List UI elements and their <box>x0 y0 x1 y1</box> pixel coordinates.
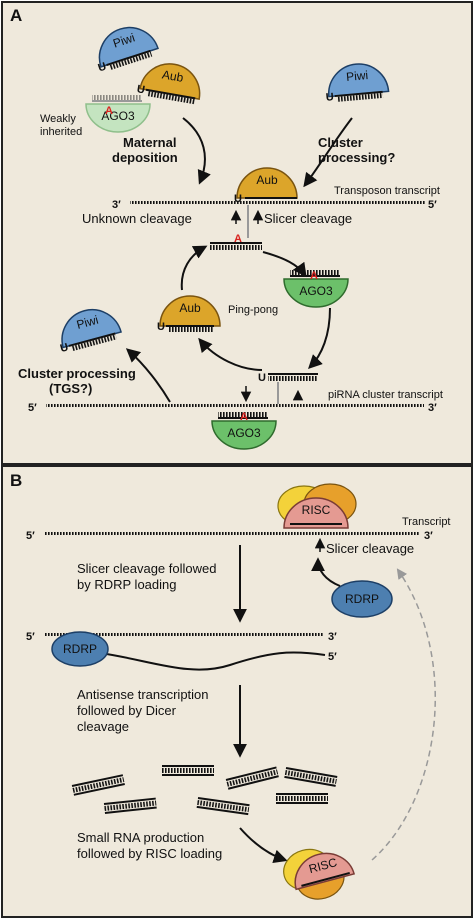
weakly-inherited-line1: Weakly <box>40 113 76 125</box>
pirna-product-bases <box>268 376 318 381</box>
transcript-line <box>44 532 420 535</box>
piwi-protein-top-right: Piwi U <box>325 63 390 104</box>
arrow-to-aub-middle <box>198 337 263 371</box>
panel-b-background <box>1 465 473 918</box>
step3-line1: Small RNA production <box>77 830 204 845</box>
transcript-label: Transcript <box>402 516 451 528</box>
a-mark-fragment: A <box>234 233 242 245</box>
piwi-protein-lower: Piwi U <box>59 308 122 355</box>
a-mark-faded: A <box>105 105 113 117</box>
aub-protein-middle: Aub U <box>157 295 221 333</box>
step1-line2: by RDRP loading <box>77 577 176 592</box>
slicer-cleavage-label: Slicer cleavage <box>264 211 352 226</box>
aub-label: Aub <box>179 301 201 315</box>
a-mark-ago3: A <box>310 270 318 282</box>
step1-line1: Slicer cleavage followed <box>77 561 216 576</box>
panel-a-label: A <box>10 6 22 25</box>
aub-protein-top: Aub U <box>136 63 201 105</box>
transcript-5prime: 5′ <box>26 530 35 542</box>
transcript2-5prime: 5′ <box>26 631 35 643</box>
u-mark: U <box>234 193 242 205</box>
arrow-ago3-to-cluster <box>308 307 331 369</box>
piwi-label: Piwi <box>346 68 369 84</box>
cluster-5prime: 5′ <box>28 402 37 414</box>
cluster-3prime: 3′ <box>428 402 437 414</box>
cluster-processing-tgs-line2: (TGS?) <box>49 381 92 396</box>
cluster-processing-q-line2: processing? <box>318 150 395 165</box>
ago3-faded-protein: AGO3 <box>85 95 151 133</box>
ago3-protein-bottom: AGO3 <box>211 412 277 450</box>
transposon-3prime: 3′ <box>112 199 121 211</box>
rdrp-protein-left: RDRP <box>51 631 109 667</box>
u-mark: U <box>59 341 70 355</box>
u-mark: U <box>325 91 334 104</box>
transposon-transcript-line <box>130 201 426 204</box>
aub-label: Aub <box>256 173 278 187</box>
transposon-transcript-label: Transposon transcript <box>334 185 440 197</box>
arrow-maternal-deposition <box>182 117 211 185</box>
rdrp-label: RDRP <box>345 592 379 606</box>
arrow-aub-to-fragment <box>180 245 208 291</box>
u-mark-product: U <box>258 372 266 384</box>
arrow-step3 <box>239 827 288 864</box>
u-mark: U <box>157 321 165 333</box>
cluster-processing-tgs-line1: Cluster processing <box>18 366 136 381</box>
ago3-faded-label: AGO3 <box>101 109 135 123</box>
transposon-5prime: 5′ <box>428 199 437 211</box>
ago3-label: AGO3 <box>227 426 261 440</box>
a-mark-ago3-bottom: A <box>240 411 248 423</box>
small-rna-duplexes <box>71 765 338 816</box>
pirna-cluster-transcript-label: piRNA cluster transcript <box>328 389 443 401</box>
risc-label: RISC <box>302 503 331 517</box>
rdrp-protein-right: RDRP <box>331 580 393 618</box>
transcript-3prime: 3′ <box>424 530 433 542</box>
ago3-label: AGO3 <box>299 284 333 298</box>
arrow-risc-feedback <box>371 568 436 861</box>
step2-line1: Antisense transcription <box>77 687 209 702</box>
unknown-cleavage-label: Unknown cleavage <box>82 211 192 226</box>
antisense-strand <box>99 651 326 671</box>
slicer-cleavage-label-b: Slicer cleavage <box>326 541 414 556</box>
step2-line2: followed by Dicer <box>77 703 177 718</box>
arrow-cluster-processing <box>303 117 353 188</box>
panel-a-background <box>1 1 473 465</box>
aub-label: Aub <box>161 67 185 85</box>
risc-complex-bottom: RISC <box>283 848 356 900</box>
antisense-5prime: 5′ <box>328 651 337 663</box>
rdrp-label: RDRP <box>63 642 97 656</box>
weakly-inherited-line2: inherited <box>40 126 82 138</box>
panel-b-label: B <box>10 471 22 490</box>
maternal-deposition-line1: Maternal <box>123 135 176 150</box>
piwi-protein-top-left: Piwi U <box>97 26 159 75</box>
piwi-label: Piwi <box>75 313 100 332</box>
arrow-cluster-to-piwi <box>125 348 171 403</box>
transcript2-line <box>44 633 324 636</box>
piwi-label: Piwi <box>111 30 136 50</box>
arrow-rdrp-loading <box>311 557 341 587</box>
u-mark: U <box>97 61 108 75</box>
ping-pong-label: Ping-pong <box>228 304 278 316</box>
transcript2-3prime: 3′ <box>328 631 337 643</box>
cleaved-fragment-bottom <box>210 245 262 250</box>
u-mark: U <box>136 83 146 96</box>
maternal-deposition-line2: deposition <box>112 150 178 165</box>
aub-protein-on-transposon: Aub U <box>234 167 298 205</box>
cluster-processing-q-line1: Cluster <box>318 135 363 150</box>
step2-line3: cleavage <box>77 719 129 734</box>
step3-line2: followed by RISC loading <box>77 846 222 861</box>
ago3-protein-right: AGO3 <box>283 270 349 308</box>
pirna-cluster-transcript-line <box>46 404 424 407</box>
risc-complex-top: RISC <box>277 483 357 529</box>
